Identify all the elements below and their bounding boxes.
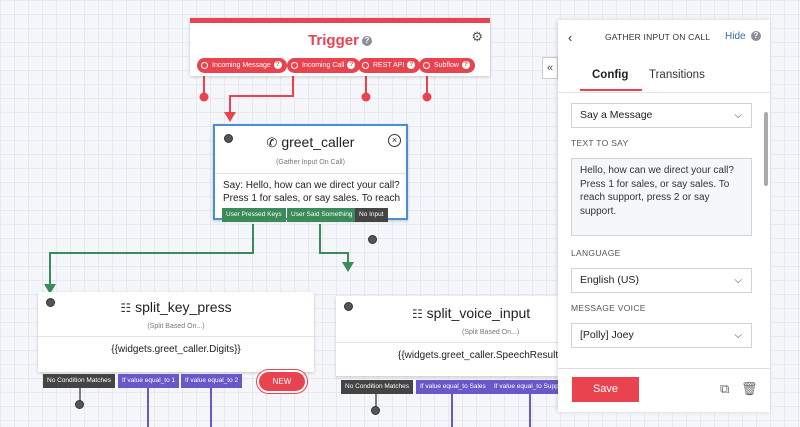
output-port-dot[interactable] <box>371 406 380 415</box>
save-button[interactable]: Save <box>572 377 639 402</box>
trigger-port-incoming-call[interactable]: Incoming Call? <box>287 58 361 73</box>
split-voice-input-widget[interactable]: ☷ split_voice_input (Split Based On...) … <box>336 296 565 376</box>
text-to-say-textarea[interactable]: Hello, how can we direct your call? Pres… <box>571 158 752 236</box>
trigger-title-text: Trigger <box>308 32 359 49</box>
greet-caller-widget[interactable]: ✆ greet_caller × (Gather Input On Call) … <box>213 124 408 220</box>
chevron-down-icon: ⌵ <box>734 275 742 286</box>
body-line: Say: Hello, how can we direct your call? <box>223 180 400 191</box>
body-line: Press 1 for sales, or say sales. To reac… <box>223 193 401 204</box>
tab-config[interactable]: Config <box>592 69 629 81</box>
widget-title: ✆ greet_caller <box>215 134 406 151</box>
input-port-dot[interactable] <box>344 302 353 311</box>
transition-equal-to-support[interactable]: If value equal_to Supp <box>490 380 558 394</box>
widget-config-panel: ‹ GATHER INPUT ON CALL Hide ? Config Tra… <box>558 20 770 412</box>
transition-equal-to-1[interactable]: If value equal_to 1 <box>118 374 180 388</box>
divider <box>558 92 770 93</box>
say-or-play-select[interactable]: Say a Message ⌵ <box>571 103 752 128</box>
split-key-press-widget[interactable]: ☷ split_key_press (Split Based On...) {{… <box>38 292 314 372</box>
widget-title-text: split_voice_input <box>426 305 531 321</box>
widget-subtitle: (Split Based On...) <box>147 323 205 330</box>
widget-title: ☷ split_key_press <box>38 299 314 315</box>
trigger-port-incoming-message[interactable]: Incoming Message? <box>197 58 287 73</box>
widget-title-text: greet_caller <box>281 134 355 150</box>
transition-equal-to-sales[interactable]: If value equal_to Sales <box>416 380 490 394</box>
transition-equal-to-2[interactable]: If value equal_to 2 <box>181 374 243 388</box>
panel-title: GATHER INPUT ON CALL <box>605 32 711 42</box>
divider <box>215 173 406 174</box>
trigger-widget[interactable]: Trigger? ⚙ Incoming Message? Incoming Ca… <box>190 18 490 76</box>
help-icon: ? <box>407 61 416 70</box>
copy-icon[interactable]: ⧉ <box>720 381 730 396</box>
output-port-dot[interactable] <box>368 235 377 244</box>
divider <box>336 342 558 343</box>
trigger-port-subflow[interactable]: Subflow? <box>419 58 475 73</box>
select-value: Say a Message <box>580 109 653 121</box>
phone-icon: ✆ <box>266 135 278 150</box>
port-label: Incoming Call <box>302 62 345 69</box>
input-port-dot[interactable] <box>46 298 55 307</box>
widget-body: Say: Hello, how can we direct your call?… <box>223 179 403 205</box>
gears-icon[interactable]: ⚙ <box>471 29 483 44</box>
message-voice-select[interactable]: [Polly] Joey ⌵ <box>571 323 752 348</box>
select-value: [Polly] Joey <box>580 329 634 341</box>
input-port-dot[interactable] <box>224 134 233 143</box>
widget-title-text: split_key_press <box>135 299 232 315</box>
port-label: Subflow <box>434 62 459 69</box>
widget-body: {{widgets.greet_caller.SpeechResult}} <box>398 350 565 361</box>
trigger-title: Trigger? <box>190 32 490 49</box>
language-label: LANGUAGE <box>571 248 621 258</box>
language-select[interactable]: English (US) ⌵ <box>571 268 752 293</box>
widget-subtitle: (Gather Input On Call) <box>276 159 345 166</box>
tab-transitions[interactable]: Transitions <box>649 69 705 81</box>
help-icon[interactable]: ? <box>751 31 761 41</box>
chevron-down-icon: ⌵ <box>734 110 742 121</box>
help-icon: ? <box>347 61 356 70</box>
hide-panel-link[interactable]: Hide <box>725 31 746 42</box>
panel-footer: Save ⧉ 🗑 <box>558 368 770 412</box>
transition-no-condition-matches[interactable]: No Condition Matches <box>43 374 115 388</box>
transition-no-condition-matches[interactable]: No Condition Matches <box>341 380 413 394</box>
trigger-port-rest-api[interactable]: REST API? <box>358 58 421 73</box>
transition-user-pressed-keys[interactable]: User Pressed Keys <box>222 208 286 222</box>
port-label: REST API <box>373 62 405 69</box>
widget-title: ☷ split_voice_input <box>336 305 558 321</box>
text-to-say-label: TEXT TO SAY <box>571 138 629 148</box>
collapse-panel-button[interactable]: « <box>542 57 558 79</box>
new-transition-button[interactable]: NEW <box>259 372 305 391</box>
output-port-dot[interactable] <box>75 400 84 409</box>
help-icon: ? <box>273 61 282 70</box>
back-chevron-icon[interactable]: ‹ <box>568 30 573 45</box>
split-icon: ☷ <box>412 307 423 321</box>
help-icon: ? <box>461 61 470 70</box>
message-voice-label: MESSAGE VOICE <box>571 303 646 313</box>
select-value: English (US) <box>580 274 639 286</box>
divider <box>38 336 314 337</box>
help-icon[interactable]: ? <box>361 36 372 47</box>
widget-body: {{widgets.greet_caller.Digits}} <box>111 344 241 355</box>
close-icon[interactable]: × <box>388 134 401 147</box>
port-label: Incoming Message <box>212 62 271 69</box>
widget-subtitle: (Split Based On...) <box>462 329 520 336</box>
active-tab-indicator <box>580 89 642 91</box>
panel-scrollbar[interactable] <box>764 112 768 186</box>
transition-user-said-something[interactable]: User Said Something <box>287 208 357 222</box>
chevron-down-icon: ⌵ <box>734 330 742 341</box>
transition-no-input[interactable]: No Input <box>355 208 388 222</box>
trash-icon[interactable]: 🗑 <box>741 381 758 396</box>
split-icon: ☷ <box>120 301 132 315</box>
